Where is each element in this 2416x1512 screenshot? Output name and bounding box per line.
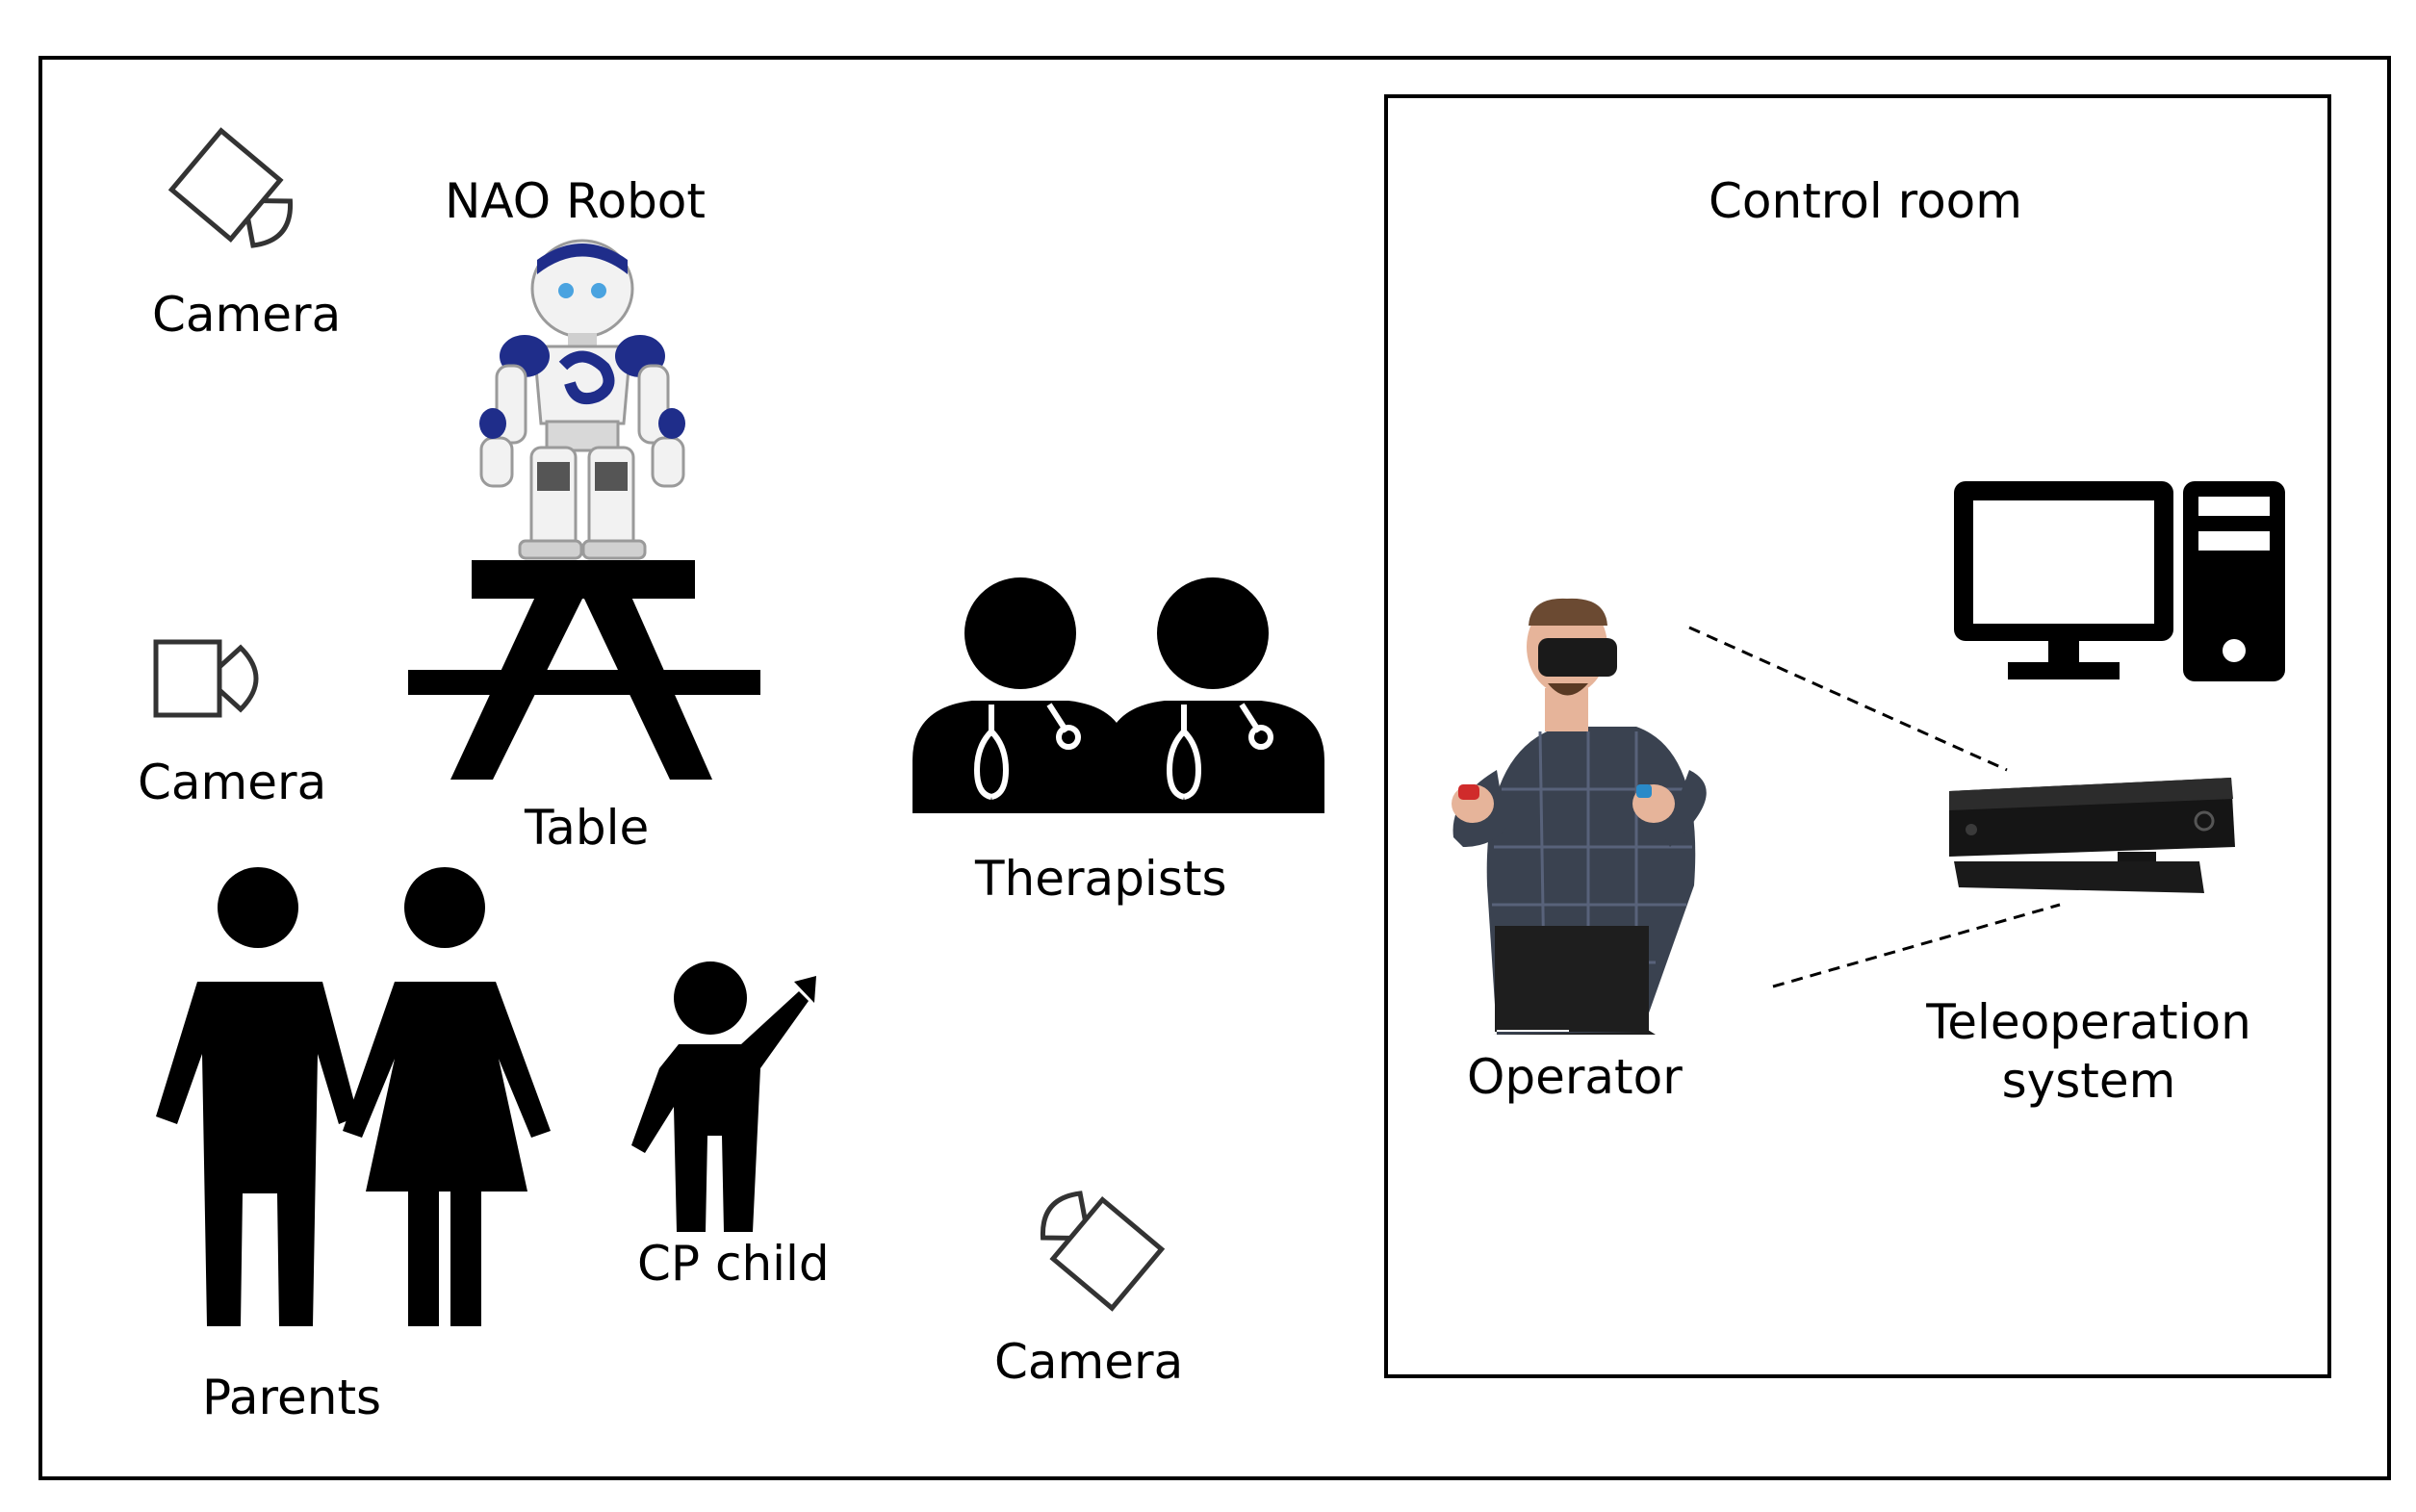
doctor-icon [912, 577, 1324, 813]
label-cp-child: CP child [637, 1236, 830, 1292]
table-icon [408, 560, 760, 780]
label-camera-top-left: Camera [152, 287, 342, 343]
camera-icon [1041, 1191, 1166, 1312]
label-therapists: Therapists [975, 851, 1227, 907]
link-line [1688, 626, 2008, 772]
label-teleoperation-line2: system [2001, 1053, 2176, 1109]
label-nao-robot: NAO Robot [445, 173, 706, 229]
label-camera-bottom: Camera [994, 1334, 1184, 1390]
label-control-room: Control room [1709, 173, 2022, 229]
vr-operator-icon [1452, 598, 1707, 1035]
nao-robot-icon [479, 239, 685, 560]
camera-icon [153, 639, 259, 718]
parents-icon [156, 867, 551, 1326]
desktop-computer-icon [1954, 481, 2285, 681]
outer-frame [39, 56, 2391, 1480]
label-operator: Operator [1467, 1049, 1683, 1105]
camera-icon [167, 127, 293, 248]
control-room-frame [1384, 94, 2331, 1378]
link-line [1772, 903, 2061, 988]
child-icon [631, 961, 816, 1232]
label-table: Table [525, 800, 650, 856]
label-teleoperation-system: Teleoperation system [1926, 996, 2251, 1108]
label-camera-mid-left: Camera [138, 755, 327, 810]
label-parents: Parents [202, 1370, 382, 1425]
label-teleoperation-line1: Teleoperation [1926, 994, 2251, 1050]
kinect-sensor-icon [1949, 778, 2235, 893]
